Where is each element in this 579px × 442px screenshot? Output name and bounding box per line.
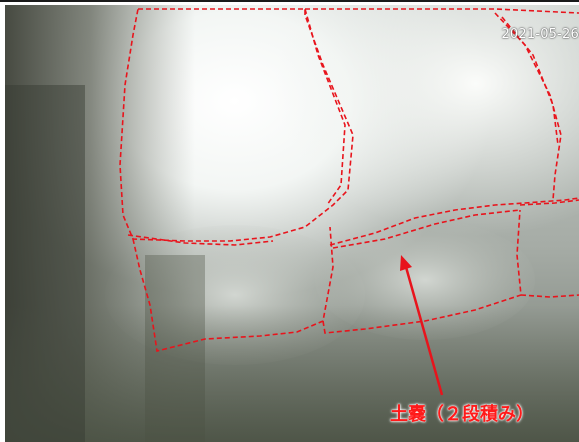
top-border [0,0,579,2]
underwater-photo [5,5,579,442]
photo-scene [5,5,579,442]
timestamp-overlay: 2021-05-26 [501,27,579,42]
sandbag-label: 土嚢（２段積み） [390,404,534,425]
arrow-annotation [400,255,444,396]
sandbag-outlines [119,8,579,352]
